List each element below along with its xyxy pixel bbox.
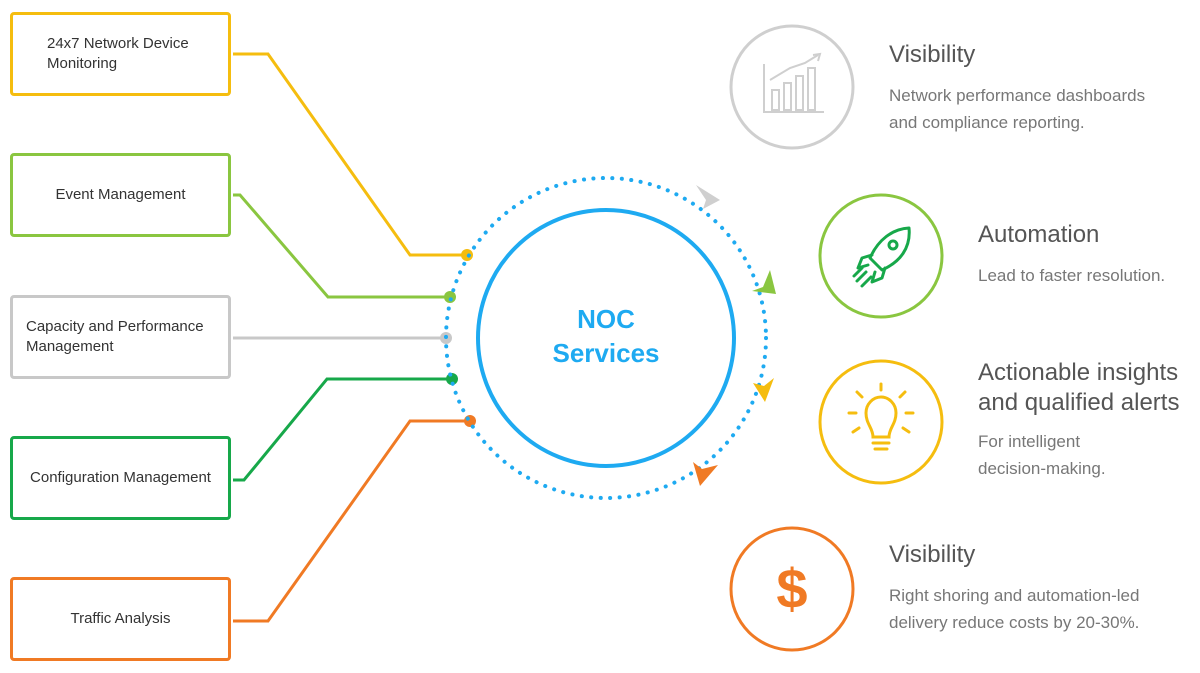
service-label-configuration: Configuration Management [30,469,211,486]
arrow-yellow-icon [753,378,774,402]
rocket-icon [852,226,911,288]
noc-circle [476,208,736,468]
feature-insights: Actionable insights and qualified alerts… [978,358,1179,482]
center-title: NOC Services [506,302,706,370]
feature-visibility: Visibility Network performance dashboard… [889,40,1145,136]
service-box-event-management: Event Management [10,153,231,237]
feature-title: Visibility [889,541,976,568]
service-box-monitoring: 24x7 Network Device Monitoring [10,12,231,96]
feature-costs: Visibility Right shoring and automation-… [889,540,1139,636]
feature-automation: Automation Lead to faster resolution. [978,220,1165,289]
dotted-ring [444,176,768,500]
connector-line-event [233,193,449,299]
service-box-configuration: Configuration Management [10,436,231,520]
dollar-icon: $ [776,557,808,620]
insights-icon-circle [818,359,944,485]
automation-icon-circle [818,193,944,319]
service-label-capacity: Capacity and Performance Management [26,318,204,355]
service-box-traffic: Traffic Analysis [10,577,231,661]
feature-desc: For intelligent decision-making. [978,432,1106,478]
chart-icon [763,52,824,113]
arrow-orange-icon [693,462,718,486]
connector-line-monitoring [233,52,466,257]
feature-title: Visibility [889,41,976,68]
connector-dot-event [444,291,456,303]
arrow-green-icon [752,270,776,294]
connector-line-configuration [233,377,451,482]
lightbulb-icon [847,382,915,451]
feature-desc: Right shoring and automation-led deliver… [889,586,1140,632]
center-title-line2: Services [552,338,660,368]
feature-title: Actionable insights and qualified alerts [978,359,1180,416]
connector-line-traffic [233,419,469,623]
feature-desc: Network performance dashboards and compl… [889,86,1146,132]
costs-icon-circle [729,526,855,652]
feature-desc: Lead to faster resolution. [978,266,1166,285]
service-label-traffic: Traffic Analysis [70,610,171,627]
service-label-event-management: Event Management [55,186,186,203]
service-label-monitoring: 24x7 Network Device Monitoring [47,35,189,72]
center-title-line1: NOC [577,304,635,334]
feature-title: Automation [978,221,1100,248]
service-box-capacity: Capacity and Performance Management [10,295,231,379]
arrow-gray-icon [696,185,720,209]
